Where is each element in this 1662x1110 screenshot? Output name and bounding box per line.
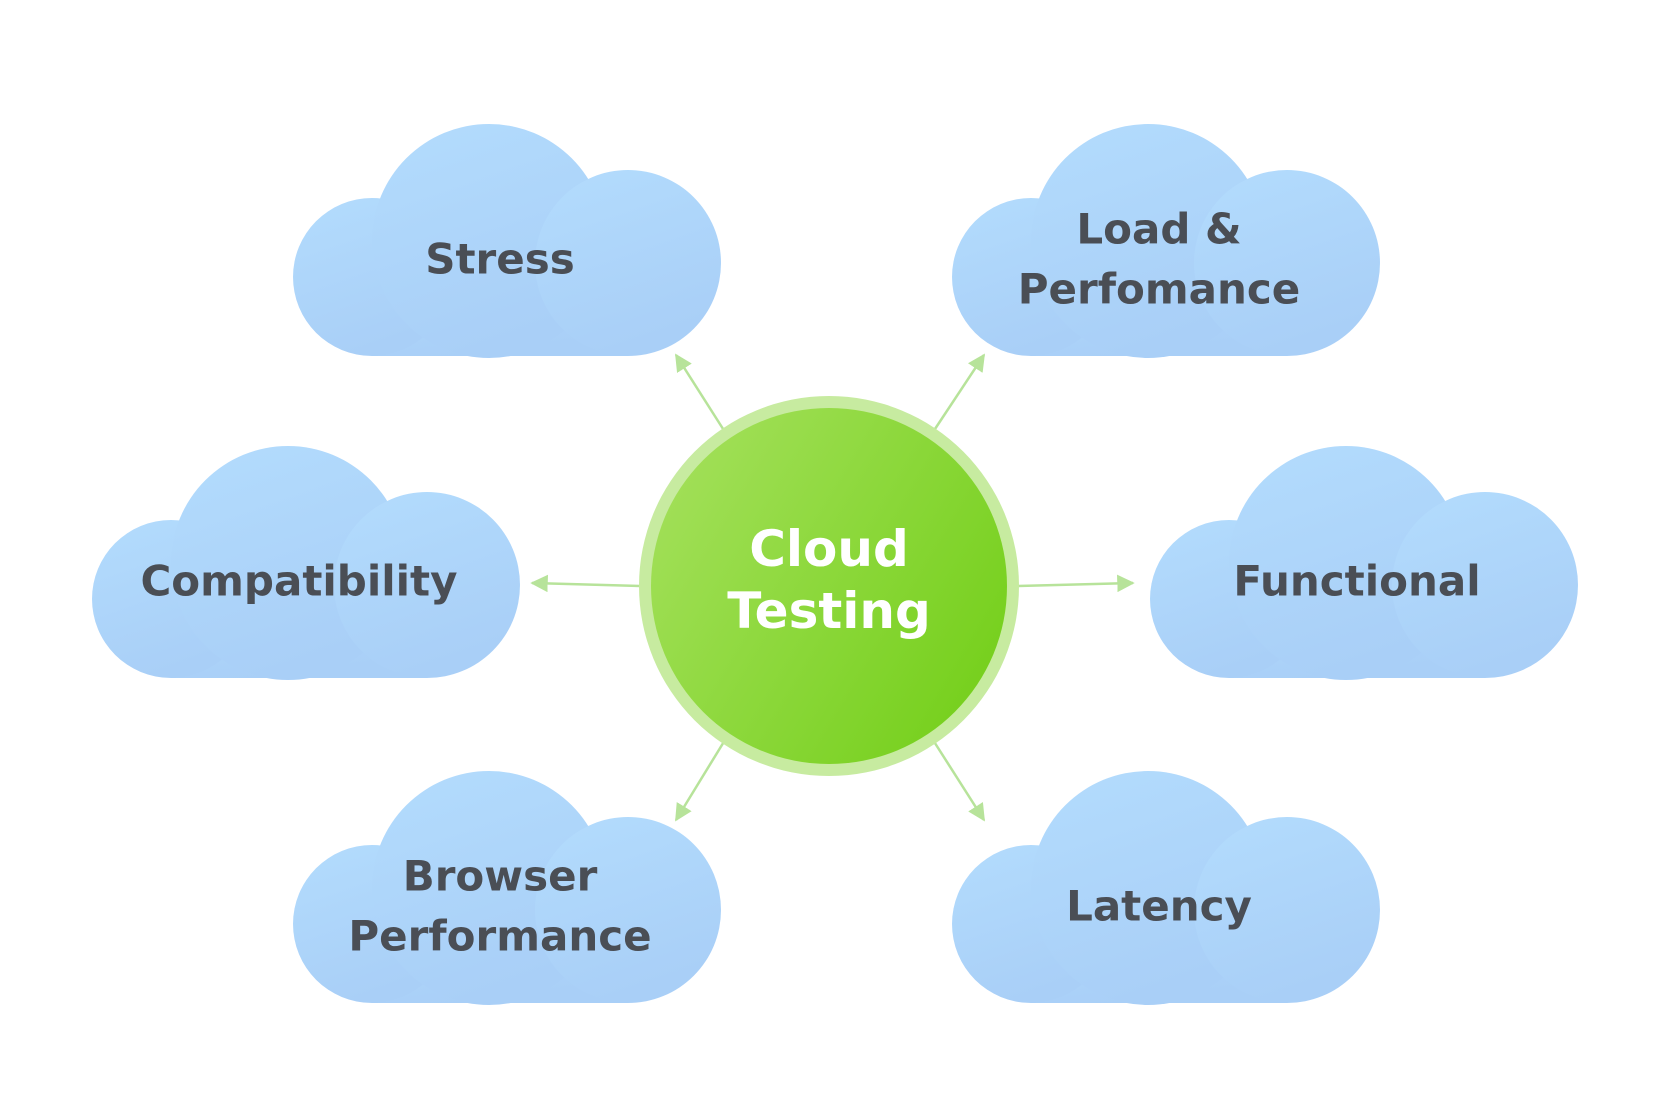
cloud-label-browser-performance-line-1: Browser [403, 852, 598, 901]
cloud-label-load-performance-line-1: Load & [1076, 205, 1241, 254]
cloud-label-browser-performance-line-2: Performance [348, 912, 651, 961]
cloud-label-load-performance-line-2: Perfomance [1018, 265, 1301, 314]
cloud-node-latency: Latency [952, 771, 1380, 1005]
connector-arrow-functional [1017, 574, 1135, 593]
connector-arrow-browser-performance [674, 739, 727, 822]
cloud-label-functional-line-1: Functional [1233, 557, 1480, 606]
cloud-label-compatibility-line-1: Compatibility [140, 557, 457, 606]
cloud-node-functional: Functional [1150, 446, 1578, 680]
hub-label-line-2: Testing [727, 582, 931, 640]
hub-label-line-1: Cloud [749, 520, 909, 578]
connector-arrow-stress [674, 353, 727, 433]
connector-arrow-load-performance [931, 353, 986, 433]
connector-arrow-compatibility [530, 574, 641, 593]
connector-arrow-latency [931, 739, 986, 822]
cloud-label-stress-line-1: Stress [425, 235, 575, 284]
cloud-node-load-performance: Load & Perfomance [952, 124, 1380, 358]
hub-inner-circle [651, 408, 1007, 764]
connector-lines [530, 353, 1135, 822]
cloud-node-stress: Stress [293, 124, 721, 358]
cloud-label-latency-line-1: Latency [1066, 882, 1252, 931]
cloud-node-compatibility: Compatibility [92, 446, 520, 680]
